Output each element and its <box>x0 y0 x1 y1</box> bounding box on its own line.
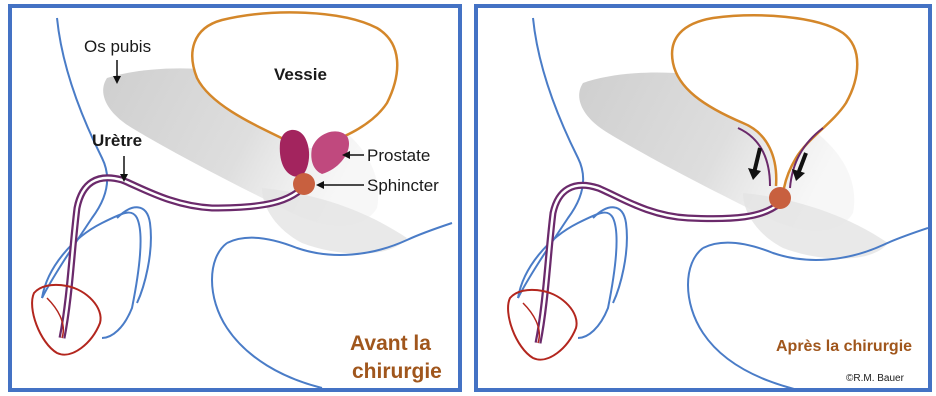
anatomy-after-svg: Après la chirurgie ©R.M. Bauer <box>478 8 928 388</box>
label-uretre: Urètre <box>92 131 142 150</box>
credit-text: ©R.M. Bauer <box>846 373 905 384</box>
body-outline-thigh <box>212 243 322 388</box>
diagram-before-surgery: Os pubis Vessie Urètre Prostate Sphincte… <box>8 4 462 392</box>
sphincter-shape <box>293 173 315 195</box>
sphincter-shape <box>769 187 791 209</box>
caption-before-line1: Avant la <box>350 332 431 355</box>
body-outline-penis <box>42 213 141 338</box>
body-outline-scrotum <box>117 207 151 303</box>
urethra-outer <box>62 178 307 338</box>
label-sphincter: Sphincter <box>367 176 439 195</box>
label-os-pubis: Os pubis <box>84 37 151 56</box>
caption-after: Après la chirurgie <box>776 338 912 355</box>
anatomy-before-svg: Os pubis Vessie Urètre Prostate Sphincte… <box>12 8 458 388</box>
body-outline-scrotum <box>593 207 627 303</box>
label-prostate: Prostate <box>367 146 430 165</box>
label-vessie: Vessie <box>274 65 327 84</box>
body-outline-thigh <box>688 248 798 388</box>
diagram-after-surgery: Après la chirurgie ©R.M. Bauer <box>474 4 932 392</box>
caption-before-line2: chirurgie <box>352 360 442 383</box>
body-outline-penis <box>518 213 617 338</box>
